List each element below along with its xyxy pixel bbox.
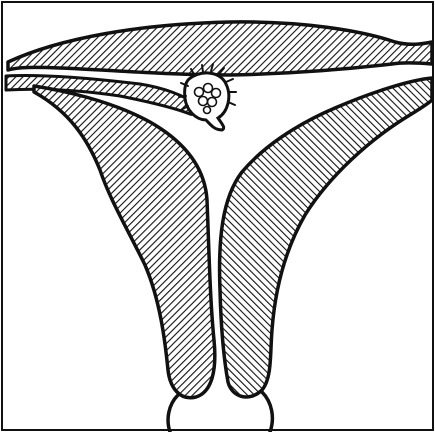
uterus-illustration	[0, 0, 435, 432]
uterus-diagram	[0, 0, 435, 432]
